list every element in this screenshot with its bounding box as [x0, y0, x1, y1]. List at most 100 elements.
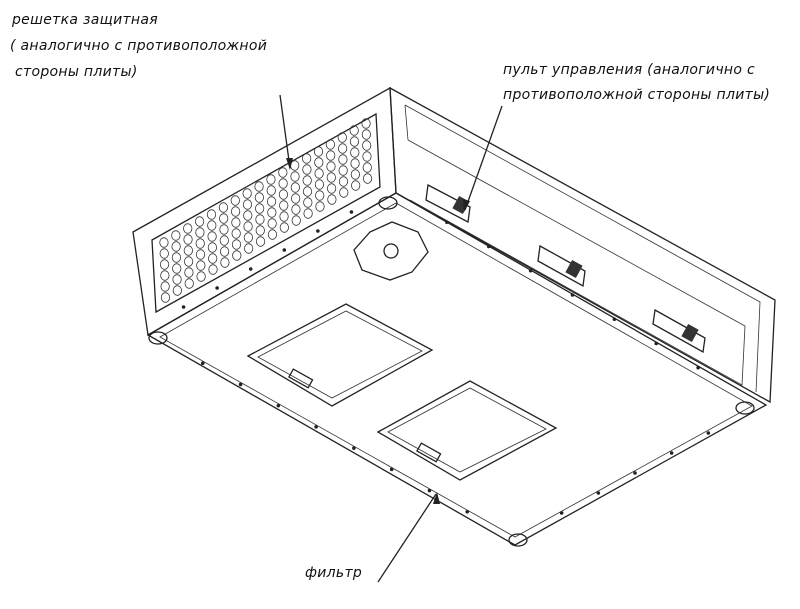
grille-hole [362, 162, 372, 173]
fastener-dot [559, 511, 564, 515]
grille-hole [220, 257, 230, 268]
grille-hole [171, 230, 181, 241]
grille-hole [362, 140, 372, 151]
fastener-dot [669, 451, 674, 455]
control-panel-label-line1: пульт управления (аналогично с [503, 62, 755, 78]
fastener-dot [570, 293, 575, 297]
grille-hole [219, 224, 229, 235]
grille-label-line2: ( аналогично с противоположной [10, 38, 268, 54]
grille-hole [207, 242, 217, 253]
grille-hole [183, 223, 193, 234]
grille-hole [315, 190, 325, 201]
grille-hole [171, 252, 182, 263]
grille-hole [195, 227, 205, 238]
grille-hole [302, 164, 312, 175]
grille-hole [208, 253, 218, 264]
fastener-dot [486, 244, 491, 249]
grille-hole [362, 173, 373, 184]
grille-hole [219, 246, 230, 257]
bottom-face [146, 192, 768, 546]
grille-hole [219, 235, 229, 246]
fastener-dot [238, 382, 243, 387]
grille-hole [339, 187, 349, 198]
grille-hole [159, 248, 169, 259]
grille-hole [278, 189, 289, 200]
grille-hole [243, 221, 253, 232]
grille-hole [290, 182, 300, 193]
grille-hole [207, 231, 217, 242]
grille-hole [350, 147, 360, 158]
grille-hole [267, 207, 277, 218]
grille-hole [172, 285, 182, 296]
grille-hole [302, 153, 312, 164]
grille-hole [230, 195, 240, 206]
grille-hole [184, 278, 194, 289]
grille-hole [349, 136, 360, 147]
grille-hole [326, 183, 337, 194]
grille-hole [183, 234, 193, 245]
grille-hole [255, 203, 265, 214]
grille-hole [315, 201, 325, 212]
grille-hole [172, 274, 182, 285]
grille-holes [159, 118, 373, 303]
grille-hole [196, 260, 206, 271]
grille-hole [242, 188, 252, 199]
grille-hole [279, 222, 289, 233]
grille-hole [218, 202, 228, 213]
grille-hole [243, 210, 253, 221]
grille-hole [232, 250, 242, 261]
grille-hole [279, 200, 289, 211]
grille-hole [230, 206, 241, 217]
fastener-dot [612, 317, 617, 322]
grille-hole [351, 180, 361, 191]
grille-hole [291, 193, 301, 204]
motor-plate [353, 221, 429, 281]
feet [148, 196, 755, 547]
grille-hole [254, 181, 264, 192]
grille-hole [349, 125, 359, 136]
fastener-dot [465, 509, 470, 514]
grille-hole [338, 165, 348, 176]
grille-hole [361, 118, 371, 129]
grille-hole [290, 171, 300, 182]
grille-hole [278, 178, 288, 189]
grille-label-line1: решетка защитная [12, 12, 158, 28]
filter-1 [246, 303, 434, 407]
grille-hole [266, 174, 276, 185]
fastener-dot [215, 286, 219, 290]
grille-hole [267, 218, 277, 229]
grille-hole [195, 249, 206, 260]
fastener-dot [706, 431, 711, 435]
grille-hole [171, 241, 181, 252]
grille-hole [267, 229, 278, 240]
grille-hole [337, 143, 348, 154]
grille-leader-line [279, 94, 291, 169]
grille-hole [338, 176, 349, 187]
grille-hole [325, 139, 335, 150]
grille-hole [160, 281, 170, 292]
grille-hole [160, 270, 170, 281]
grille-hole [207, 220, 217, 231]
fastener-dot [314, 425, 318, 429]
fastener-dot [654, 341, 659, 346]
grille-hole [314, 168, 324, 179]
grille-hole [337, 132, 347, 143]
grille-hole [303, 208, 313, 219]
filter-2 [376, 380, 558, 481]
fastener-dot [696, 365, 700, 370]
fastener-dot [181, 305, 186, 309]
control-panel-label-line2: противоположной стороны плиты) [503, 87, 771, 103]
control-panel-leader-line [464, 105, 503, 211]
control-panel-2 [537, 244, 586, 288]
grille-hole [338, 154, 348, 165]
grille-hole [278, 167, 288, 178]
fastener-dot [276, 403, 281, 408]
grille-hole [184, 256, 194, 267]
grille-hole [255, 214, 265, 225]
grille-hole [172, 263, 182, 274]
fastener-dot [248, 267, 253, 271]
grille-label-line3: стороны плиты) [15, 64, 138, 80]
grille-hole [244, 243, 254, 254]
grille-hole [183, 245, 193, 256]
